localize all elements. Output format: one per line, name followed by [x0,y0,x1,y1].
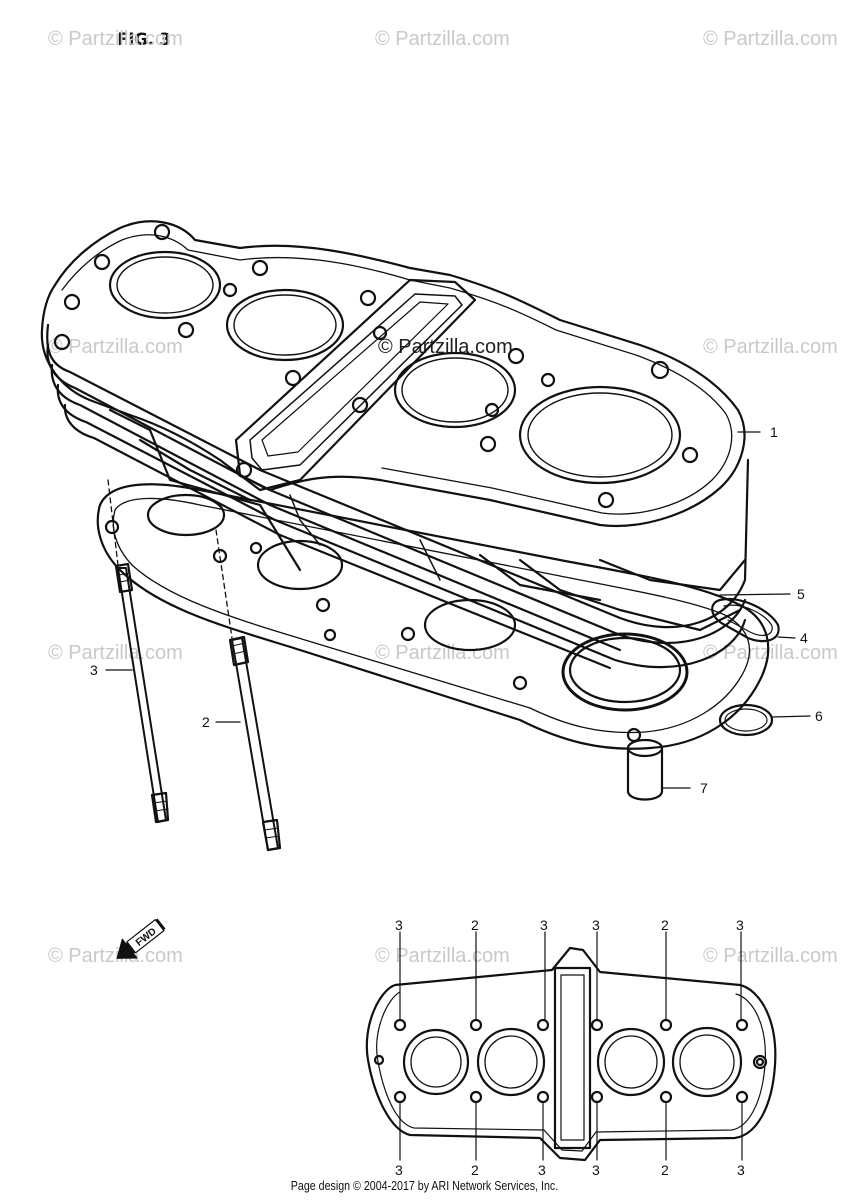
bolt-label: 2 [661,1162,669,1178]
watermark: © Partzilla.com [703,945,838,967]
watermark: © Partzilla.com [703,642,838,664]
callout-label: 5 [797,586,805,602]
bolt-label: 3 [737,1162,745,1178]
bolt-label: 3 [395,917,403,933]
callout-label: 3 [90,662,98,678]
bolt-pattern-view [365,931,777,1162]
cylinder-block [40,220,750,670]
dowel-pin-7 [626,738,664,801]
callout-label: 1 [770,424,778,440]
watermark: © Partzilla.com [48,945,183,967]
o-ring-4 [711,597,780,643]
copyright-footer: Page design © 2004-2017 by ARI Network S… [290,1178,559,1193]
watermark: © Partzilla.com [703,336,838,358]
stud-bolt-2 [215,529,282,852]
watermark: © Partzilla.com [703,28,838,50]
figure-title: FIG. 3 [117,30,171,50]
o-ring-6 [718,703,774,737]
bolt-label: 3 [592,917,600,933]
watermark: © Partzilla.com [48,28,183,50]
watermark: © Partzilla.com [378,336,513,358]
callout-label: 4 [800,630,808,646]
bolt-label: 3 [592,1162,600,1178]
fwd-arrow-icon: FWD [116,918,166,959]
bolt-label: 2 [661,917,669,933]
callout-label: 6 [815,708,823,724]
watermark: © Partzilla.com [375,642,510,664]
stud-bolt-3 [107,479,170,824]
callout-label: 2 [202,714,210,730]
bolt-label: 2 [471,1162,479,1178]
watermark: © Partzilla.com [375,28,510,50]
bolt-label: 3 [736,917,744,933]
bolt-label: 2 [471,917,479,933]
watermark: © Partzilla.com [48,336,183,358]
cylinder-gasket [96,483,770,750]
watermark: © Partzilla.com [48,642,183,664]
bolt-label: 3 [538,1162,546,1178]
bolt-label: 3 [395,1162,403,1178]
callout-label: 7 [700,780,708,796]
bolt-label: 3 [540,917,548,933]
